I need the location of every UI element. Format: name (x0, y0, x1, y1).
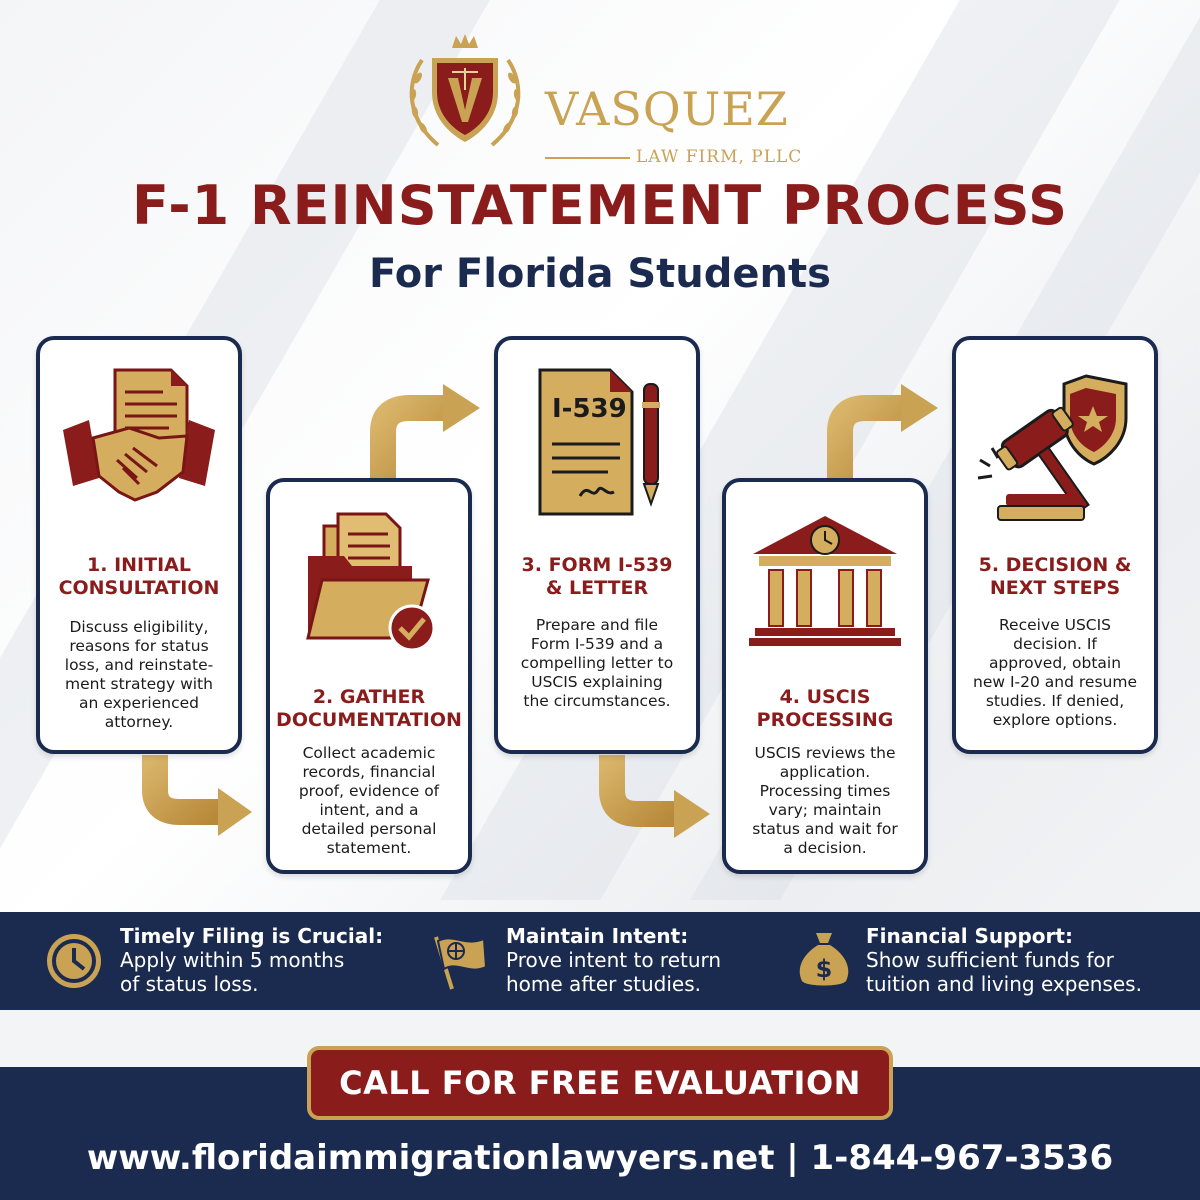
step-title: 3. FORM I-539 & LETTER (502, 554, 692, 600)
desc-line: new I-20 and resume (973, 672, 1137, 691)
desc-line: Receive USCIS (998, 616, 1112, 634)
desc-line: USCIS reviews the (754, 744, 896, 762)
tip-heading: Maintain Intent: (506, 924, 689, 948)
desc-line: an experienced (79, 693, 199, 712)
desc-line: studies. If denied, (985, 691, 1125, 710)
desc-line: intent, and a (319, 800, 419, 819)
step-description: Collect academic records, financial proo… (276, 744, 462, 857)
step-description: Discuss eligibility, reasons for status … (46, 618, 232, 731)
step-description: USCIS reviews the application. Processin… (732, 744, 918, 857)
desc-line: statement. (326, 838, 412, 857)
step-description: Receive USCIS decision. If approved, obt… (962, 616, 1148, 729)
free-evaluation-button[interactable]: CALL FOR FREE EVALUATION (307, 1046, 893, 1120)
clock-icon (47, 934, 101, 988)
page-title: F-1 REINSTATEMENT PROCESS (131, 174, 1068, 237)
step-title-line: 3. FORM I-539 (521, 554, 673, 576)
desc-line: proof, evidence of (298, 781, 440, 800)
step-title: 4. USCIS PROCESSING (730, 686, 920, 732)
form-pen-icon (538, 368, 660, 516)
desc-line: reasons for status (69, 636, 209, 655)
desc-line: Discuss eligibility, (69, 618, 209, 636)
tip-body: Show sufficient funds for tuition and li… (866, 948, 1142, 997)
tips-band: Timely Filing is Crucial: Apply within 5… (0, 912, 1200, 1010)
step-card-decision: 5. DECISION & NEXT STEPS Receive USCIS d… (952, 336, 1158, 754)
firm-logo: VASQUEZ LAW FIRM, PLLC (400, 30, 820, 167)
svg-text:$: $ (816, 955, 833, 983)
desc-line: application. (779, 762, 871, 781)
step-title-line: NEXT STEPS (989, 577, 1121, 600)
tip-heading: Financial Support: (866, 924, 1073, 948)
step-card-documentation: 2. GATHER DOCUMENTATION Collect academic… (266, 478, 472, 874)
desc-line: Prepare and file (535, 616, 659, 634)
desc-line: Form I-539 and a (530, 634, 664, 653)
step-title: 2. GATHER DOCUMENTATION (274, 686, 464, 732)
money-bag-icon: $ (799, 933, 849, 986)
contact-info[interactable]: www.floridaimmigrationlawyers.net | 1-84… (86, 1138, 1114, 1178)
tip-body: Prove intent to return home after studie… (506, 948, 722, 997)
logo-divider (545, 157, 630, 159)
step-title-line: 2. GATHER (312, 686, 426, 708)
desc-line: USCIS explaining (531, 672, 663, 691)
desc-line: a decision. (783, 838, 867, 857)
desc-line: the circumstances. (523, 691, 671, 710)
desc-line: detailed personal (301, 819, 437, 838)
step-card-uscis-processing: 4. USCIS PROCESSING USCIS reviews the ap… (722, 478, 928, 874)
desc-line: loss, and reinstate- (64, 655, 214, 674)
step-title-line: 5. DECISION & (978, 554, 1132, 576)
law-shield-emblem-icon (409, 34, 521, 147)
step-title-line: & LETTER (545, 577, 649, 600)
desc-line: Processing times (759, 781, 891, 800)
desc-line: decision. If (1013, 634, 1097, 653)
desc-line: records, financial (302, 762, 436, 781)
step-title: 5. DECISION & NEXT STEPS (960, 554, 1150, 600)
firm-subtitle: LAW FIRM, PLLC (636, 147, 803, 167)
desc-line: explore options. (992, 710, 1118, 729)
step-card-form-i539: I-539 3. FORM I-539 & LETTER Prepare and… (494, 336, 700, 754)
step-card-consultation: 1. INITIAL CONSULTATION Discuss eligibil… (36, 336, 242, 754)
desc-line: approved, obtain (988, 653, 1122, 672)
desc-line: status and wait for (752, 819, 898, 838)
desc-line: attorney. (104, 712, 174, 731)
desc-line: compelling letter to (520, 653, 674, 672)
tip-heading: Timely Filing is Crucial: (120, 924, 384, 948)
tip-body: Apply within 5 months of status loss. (120, 948, 345, 997)
step-title-line: DOCUMENTATION (276, 709, 462, 732)
gavel-shield-icon (977, 374, 1128, 521)
government-building-clock-icon (749, 516, 901, 646)
step-title: 1. INITIAL CONSULTATION (44, 554, 234, 600)
flag-globe-icon (434, 936, 488, 990)
desc-line: Collect academic (302, 744, 436, 762)
step-description: Prepare and file Form I-539 and a compel… (504, 616, 690, 711)
folder-check-icon (306, 512, 436, 652)
desc-line: vary; maintain (768, 800, 882, 819)
step-title-line: 1. INITIAL (87, 554, 191, 576)
form-label: I-539 (552, 394, 627, 424)
page-subtitle: For Florida Students (369, 251, 831, 297)
arrow-step2-to-step3 (370, 384, 480, 478)
desc-line: ment strategy with (65, 674, 213, 693)
firm-name: VASQUEZ (545, 82, 789, 136)
step-title-line: 4. USCIS (779, 686, 871, 708)
step-title-line: PROCESSING (756, 709, 894, 732)
handshake-document-icon (63, 368, 215, 502)
step-title-line: CONSULTATION (58, 577, 220, 600)
arrow-step1-to-step2 (142, 755, 252, 836)
